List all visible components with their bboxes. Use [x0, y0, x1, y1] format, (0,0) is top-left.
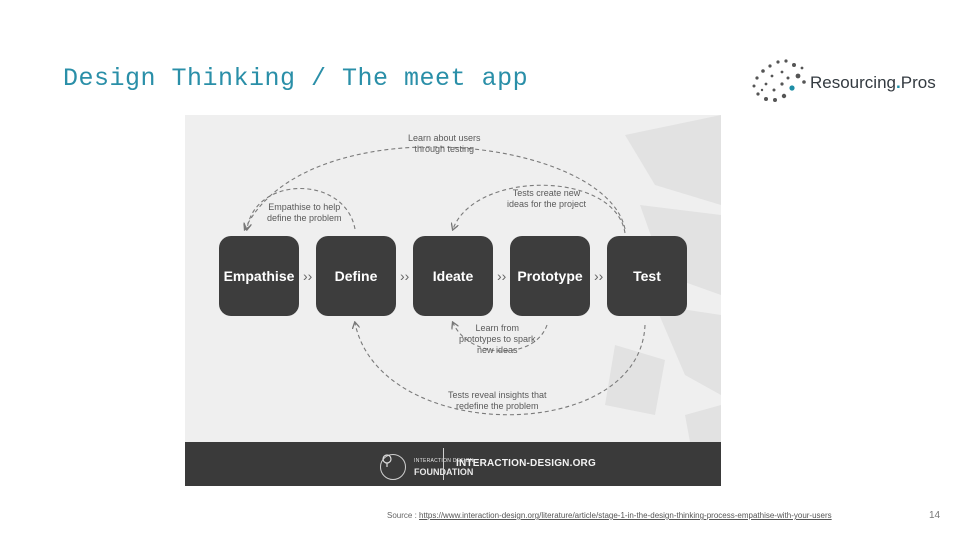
stage-test: Test: [607, 236, 687, 316]
annotation-line: new ideas: [477, 345, 518, 355]
design-thinking-diagram: Learn about users through testing Empath…: [185, 115, 721, 486]
background-tree-pattern: [605, 115, 721, 442]
loop-arrows: [185, 115, 721, 442]
chevron-right-icon: ››: [400, 268, 410, 284]
footer-url: INTERACTION-DESIGN.ORG: [456, 458, 596, 469]
footer-divider: [443, 448, 444, 480]
slide-title: Design Thinking / The meet app: [63, 64, 529, 93]
annotation-line: Tests reveal insights that: [448, 390, 547, 400]
resourcing-pros-logo: Resourcing.Pros: [748, 54, 948, 106]
chevron-right-icon: ››: [303, 268, 313, 284]
logo-name: Resourcing: [810, 73, 896, 92]
logo-suffix: Pros: [900, 73, 936, 92]
tree-seal-icon: [380, 454, 406, 480]
annotation-learn-prototypes: Learn from prototypes to spark new ideas: [459, 323, 536, 356]
source-label: Source :: [387, 511, 417, 520]
stage-define: Define: [316, 236, 396, 316]
annotation-line: through testing: [414, 144, 475, 154]
annotation-tests-create: Tests create new ideas for the project: [507, 188, 586, 210]
diagram-footer-bar: [185, 442, 721, 486]
annotation-tests-reveal: Tests reveal insights that redefine the …: [448, 390, 547, 412]
source-link[interactable]: https://www.interaction-design.org/liter…: [419, 511, 832, 520]
stage-prototype: Prototype: [510, 236, 590, 316]
annotation-learn-users: Learn about users through testing: [408, 133, 481, 155]
annotation-empathise-help: Empathise to help define the problem: [267, 202, 342, 224]
arrow-prototype-to-ideate: [453, 323, 548, 352]
annotation-line: redefine the problem: [456, 401, 539, 411]
arrow-test-to-ideate: [453, 184, 626, 234]
stage-empathise: Empathise: [219, 236, 299, 316]
arrow-test-to-define: [355, 323, 646, 416]
chevron-right-icon: ››: [497, 268, 507, 284]
logo-wordmark: Resourcing.Pros: [810, 73, 936, 93]
arrow-define-to-empathise: [247, 188, 356, 230]
annotation-line: prototypes to spark: [459, 334, 536, 344]
annotation-line: Learn from: [475, 323, 520, 333]
arrow-test-to-empathise: [245, 146, 626, 229]
annotation-line: Learn about users: [408, 133, 481, 143]
annotation-line: Empathise to help: [268, 202, 341, 212]
page-number: 14: [929, 510, 941, 521]
annotation-line: ideas for the project: [507, 199, 587, 209]
annotation-line: define the problem: [267, 213, 342, 223]
logo-dot: .: [896, 73, 901, 92]
stage-ideate: Ideate: [413, 236, 493, 316]
dot-swirl-icon: [752, 59, 806, 102]
annotation-line: Tests create new: [512, 188, 581, 198]
source-citation: Source : https://www.interaction-design.…: [387, 511, 832, 520]
chevron-right-icon: ››: [594, 268, 604, 284]
